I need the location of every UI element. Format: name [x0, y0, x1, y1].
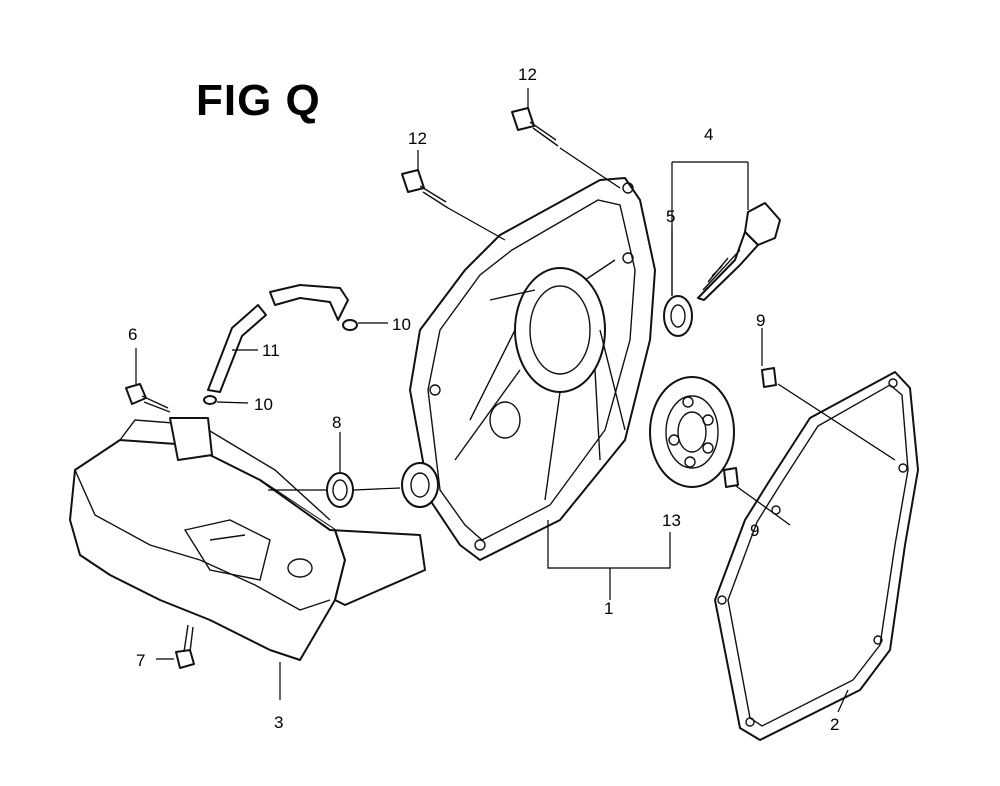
callout-12-lower: 12 — [408, 129, 427, 148]
callout-13: 13 — [662, 511, 681, 530]
bolt-part-7[interactable] — [175, 624, 195, 669]
callout-5: 5 — [666, 207, 675, 226]
callout-12-upper: 12 — [518, 65, 537, 84]
tube-clip-upper-part-10[interactable] — [342, 319, 358, 331]
callout-9-lower: 9 — [750, 521, 759, 540]
dowel-pin-upper-part-9[interactable] — [761, 367, 777, 388]
callout-labels: 1 2 3 4 5 6 7 8 9 9 10 10 11 12 12 13 — [128, 65, 839, 734]
bolt-upper-part-12[interactable] — [511, 107, 559, 147]
callout-10-lower: 10 — [254, 395, 273, 414]
callout-1: 1 — [604, 599, 613, 618]
o-ring-part-8[interactable] — [326, 472, 354, 508]
bolt-part-6[interactable] — [125, 383, 171, 413]
callout-2: 2 — [830, 715, 839, 734]
ball-bearing-part-13[interactable] — [649, 376, 735, 488]
tube-clip-lower-part-10[interactable] — [203, 395, 217, 405]
bolt-lower-part-12[interactable] — [401, 169, 449, 209]
leader-lines — [135, 88, 896, 713]
callout-3: 3 — [274, 713, 283, 732]
callout-11: 11 — [262, 341, 280, 360]
dowel-pin-lower-part-9[interactable] — [723, 467, 739, 488]
callout-10-upper: 10 — [392, 315, 411, 334]
callout-9-upper: 9 — [756, 311, 765, 330]
callout-7: 7 — [136, 651, 145, 670]
callout-6: 6 — [128, 325, 137, 344]
fuel-tank-part-3[interactable] — [69, 417, 426, 661]
oil-seal-part-5[interactable] — [663, 295, 693, 337]
callout-8: 8 — [332, 413, 341, 432]
gasket-part-2[interactable] — [714, 371, 919, 741]
oil-seal-left[interactable] — [401, 462, 439, 508]
oil-filler-cap-part-4[interactable] — [697, 202, 781, 301]
breather-tube-part-11[interactable] — [207, 284, 349, 393]
crankcase-cover-part-1[interactable] — [409, 177, 656, 561]
figure-title: FIG Q — [196, 76, 321, 125]
callout-4: 4 — [704, 125, 713, 144]
